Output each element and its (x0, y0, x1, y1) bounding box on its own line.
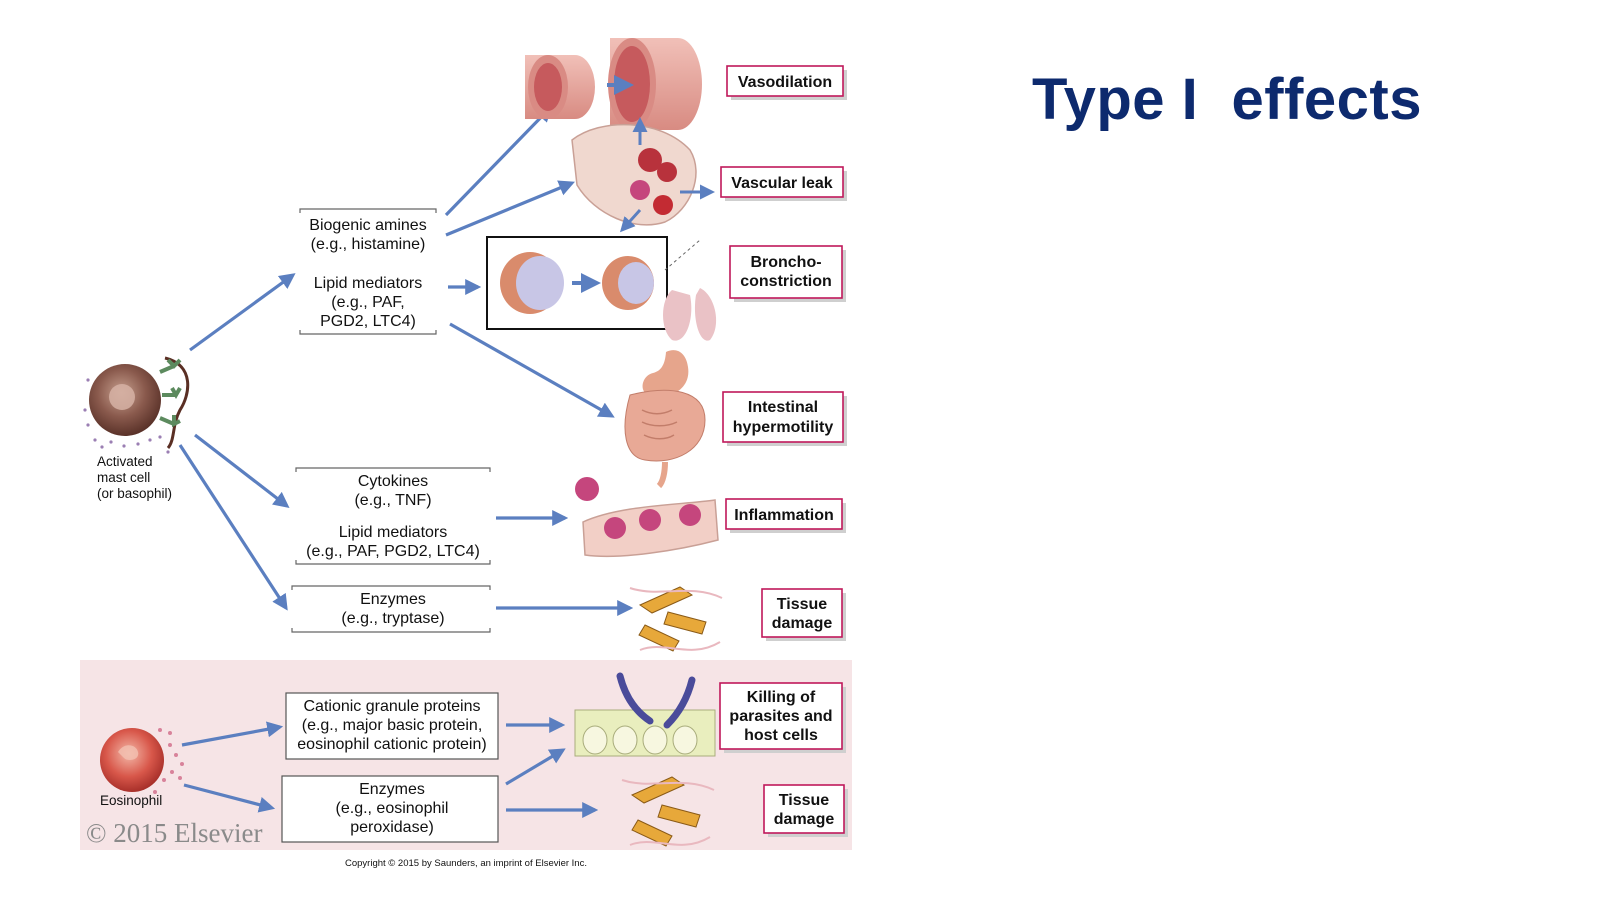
lipid-mediators-2-line-2: (e.g., PAF, PGD2, LTC4) (306, 543, 480, 560)
effect-intestinal-label-1: Intestinal (748, 399, 818, 416)
vascular-leak-vessel (571, 117, 715, 233)
effect-intestinal-hypermotility: Intestinal hypermotility (722, 391, 847, 446)
eos-enzymes-line-3: peroxidase) (350, 819, 434, 836)
effect-vascular-leak: Vascular leak (720, 166, 847, 201)
effect-inflammation: Inflammation (725, 498, 846, 533)
effect-killing-label-3: host cells (744, 727, 818, 744)
biogenic-amines-line-2: (e.g., histamine) (311, 236, 426, 253)
mediator-box-cytokines-lipids: Cytokines (e.g., TNF) Lipid mediators (e… (295, 467, 491, 565)
mediator-box-enzymes: Enzymes (e.g., tryptase) (291, 585, 491, 633)
effect-broncho-label-1: Broncho- (750, 254, 821, 271)
effect-tissue-damage-1: Tissue damage (761, 588, 846, 641)
cytokines-line-2: (e.g., TNF) (354, 492, 431, 509)
effect-tissue-damage-2: Tissue damage (763, 784, 848, 837)
inflammation-vessel (575, 477, 719, 558)
lipid-mediators-1-line-2: (e.g., PAF, (331, 294, 405, 311)
effect-intestinal-label-2: hypermotility (733, 419, 834, 436)
watermark-text: © 2015 Elsevier (86, 818, 262, 848)
mediator-box-eos-enzymes: Enzymes (e.g., eosinophil peroxidase) (281, 775, 499, 843)
eos-enzymes-line-2: (e.g., eosinophil (336, 800, 449, 817)
mediator-box-cationic-granule: Cationic granule proteins (e.g., major b… (285, 692, 499, 760)
tissue-damage-cells-1 (629, 586, 723, 652)
parasite-killing-illustration (574, 672, 716, 757)
effect-tissue-damage-2-label-2: damage (774, 811, 835, 828)
bronchoconstriction-illustration (486, 236, 717, 341)
effect-broncho-label-2: constriction (740, 273, 832, 290)
lipid-mediators-1-line-1: Lipid mediators (314, 275, 423, 292)
mast-cell-label-3: (or basophil) (97, 486, 172, 501)
lipid-mediators-1-line-3: PGD2, LTC4) (320, 313, 416, 330)
effect-vasodilation: Vasodilation (726, 65, 847, 100)
pathway-arrows (178, 105, 634, 818)
effect-vascular-leak-label: Vascular leak (731, 175, 833, 192)
effect-killing-label-2: parasites and (729, 708, 832, 725)
mast-cell-label-2: mast cell (97, 470, 150, 485)
cytokines-line-1: Cytokines (358, 473, 428, 490)
eos-enzymes-line-1: Enzymes (359, 781, 425, 798)
copyright-text: Copyright © 2015 by Saunders, an imprint… (345, 858, 587, 869)
tissue-damage-cells-2 (621, 776, 715, 847)
mediator-box-amines-lipids: Biogenic amines (e.g., histamine) Lipid … (299, 208, 437, 335)
mast-cell-illustration (83, 356, 190, 454)
effect-killing-label-1: Killing of (747, 689, 816, 706)
effect-tissue-damage-1-label-1: Tissue (777, 596, 828, 613)
cationic-line-1: Cationic granule proteins (304, 698, 481, 715)
eosinophil-illustration (100, 728, 184, 794)
mast-cell-label-1: Activated (97, 454, 153, 469)
enzymes-line-2: (e.g., tryptase) (341, 610, 444, 627)
enzymes-line-1: Enzymes (360, 591, 426, 608)
slide-title: Type I effects (1032, 67, 1422, 132)
biogenic-amines-line-1: Biogenic amines (309, 217, 426, 234)
effect-tissue-damage-2-label-1: Tissue (779, 792, 830, 809)
cationic-line-2: (e.g., major basic protein, (302, 717, 483, 734)
effect-inflammation-label: Inflammation (734, 507, 834, 524)
effect-bronchoconstriction: Broncho- constriction (729, 245, 846, 302)
cationic-line-3: eosinophil cationic protein) (297, 736, 486, 753)
effect-vasodilation-label: Vasodilation (738, 74, 832, 91)
lipid-mediators-2-line-1: Lipid mediators (339, 524, 448, 541)
effect-killing-parasites: Killing of parasites and host cells (719, 682, 846, 753)
eosinophil-label: Eosinophil (100, 793, 162, 808)
vasodilation-vessels (525, 38, 702, 130)
intestine-illustration (624, 350, 706, 489)
effect-tissue-damage-1-label-2: damage (772, 615, 833, 632)
